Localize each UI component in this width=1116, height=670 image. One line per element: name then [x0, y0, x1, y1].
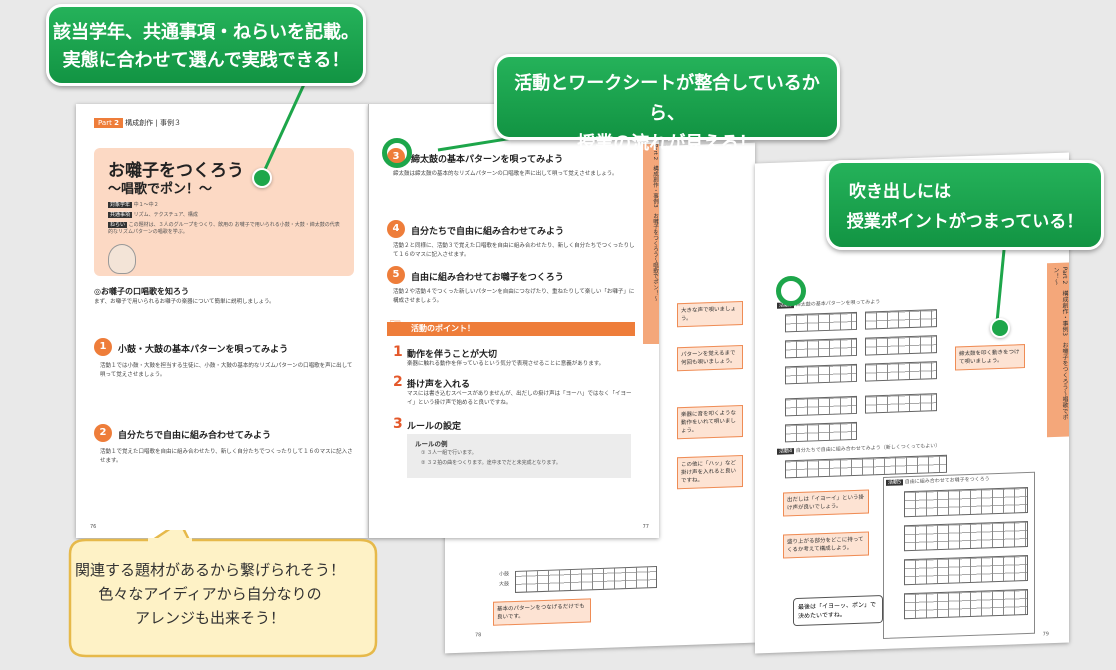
rule-item: ② ３２拍の曲をつくります。途中までだと未完成となります。	[421, 460, 561, 466]
side-tab: Part 2 構成創作・事例3 お囃子をつくろう〜唱歌でポン！〜	[643, 144, 659, 344]
hand-icon: ☞	[389, 316, 402, 332]
point-number: 2	[393, 374, 403, 390]
bubble-line: 関連する題材があるから繋げられそう！	[74, 561, 345, 579]
meta-row: 対象学年 中１〜中２	[108, 202, 159, 209]
meta-row: ねらい この題材は、３人のグループをつくり、飲用の お囃子で用いられる小鼓・大鼓…	[108, 222, 344, 236]
rule-item: ① ３人一組で行います。	[421, 450, 477, 456]
callout-line: 授業ポイントがつまっている！	[846, 212, 1084, 232]
part-header: Part 2 構成創作 | 事例３	[94, 118, 181, 128]
bubble-line: 色々なアイディアから自分なりの	[98, 585, 322, 603]
part-label: Part 2	[94, 118, 123, 128]
step-number: 2	[94, 424, 112, 442]
step-title: 自分たちで自由に組み合わせてみよう	[118, 431, 272, 441]
points-title: 活動のポイント！	[411, 324, 475, 333]
bubble-line: アレンジも出来そう！	[134, 609, 285, 627]
page-number: 76	[90, 524, 97, 530]
step-title: 自由に組み合わせてお囃子をつくろう	[411, 273, 564, 283]
point-text: 楽器に触れる動作を伴っているという気分で表現させることに意義があります。	[407, 361, 605, 367]
highlight-ring	[776, 276, 806, 306]
page-title: お囃子をつくろう	[108, 161, 244, 181]
step-text: 締太鼓は締太鼓の基本的なリズムパターンの口唱歌を声に出して唄って覚えさせましょう…	[393, 171, 618, 177]
callout-memo-points: 吹き出しには 授業ポイントがつまっている！	[826, 160, 1104, 250]
section-label: 構成創作	[125, 119, 154, 127]
point-title: 動作を伴うことが大切	[407, 350, 498, 360]
intro-heading: ◎お囃子の口唱歌を知ろう	[94, 287, 189, 296]
callout-worksheet-flow: 活動とワークシートが整合しているから、 授業の流れが見える！	[494, 54, 840, 154]
step-number: 4	[387, 220, 405, 238]
highlight-ring	[382, 138, 412, 168]
step-title: 自分たちで自由に組み合わせてみよう	[411, 227, 565, 237]
meta-tag: ねらい	[108, 222, 128, 228]
speech-bubble: 関連する題材があるから繋げられそう！ 色々なアイディアから自分なりの アレンジも…	[40, 558, 380, 630]
rule-title: ルールの例	[415, 440, 448, 448]
step-text: 活動１で覚えた口唱歌を自由に組み合わせたり、新しく自分たちでつくったりして１６の…	[100, 449, 353, 464]
meta-value: この題材は、３人のグループをつくり、飲用の お囃子で用いられる小鼓・大鼓・締太鼓…	[108, 222, 340, 235]
callout-line: 吹き出しには	[849, 182, 951, 202]
page-77: Part 2 構成創作・事例3 お囃子をつくろう〜唱歌でポン！〜 3 締太鼓の基…	[368, 104, 659, 538]
page-subtitle: 〜唱歌でポン！〜	[108, 182, 213, 197]
meta-row: 共通事項 リズム、テクスチュア、構成	[108, 212, 198, 219]
step-number: 5	[387, 266, 405, 284]
callout-line: 該当学年、共通事項・ねらいを記載。	[53, 22, 359, 43]
point-title: ルールの設定	[407, 422, 462, 432]
page-number: 77	[642, 524, 649, 530]
step-title: 締太鼓の基本パターンを唄ってみよう	[411, 155, 564, 165]
step-title: 小鼓・大鼓の基本パターンを唄ってみよう	[118, 345, 289, 355]
callout-line: 授業の流れが見える！	[577, 133, 757, 154]
meta-tag: 共通事項	[108, 212, 133, 218]
example-label: 事例３	[159, 119, 181, 127]
meta-value: 中１〜中２	[133, 202, 159, 208]
intro-text: まず、お囃子で用いられるお囃子の楽器について簡単に説明しましょう。	[94, 299, 275, 305]
speech-bubble-shape	[68, 530, 378, 658]
teacher-illustration	[108, 244, 136, 274]
callout-anchor-dot	[990, 318, 1010, 338]
step-text: 活動１では小鼓・大鼓を担当する生徒に、小鼓・大鼓の基本的なリズムパターンの口唱歌…	[100, 363, 353, 378]
callout-line: 活動とワークシートが整合しているから、	[514, 73, 820, 124]
points-banner: 活動のポイント！	[387, 322, 635, 336]
rule-box: ルールの例 ① ３人一組で行います。 ② ３２拍の曲をつくります。途中までだと未…	[407, 434, 631, 478]
point-title: 掛け声を入れる	[407, 380, 471, 390]
step-text: 活動２と同様に、活動３で覚えた口唱歌を自由に組み合わせたり、新しく自分たちでつく…	[393, 243, 635, 258]
point-text: マスには書き込むスペースがありませんが、出だしの掛け声は「ヨーハ」ではなく「イヨ…	[407, 391, 632, 406]
step-number: 1	[94, 338, 112, 356]
callout-grade-info: 該当学年、共通事項・ねらいを記載。 実態に合わせて選んで実践できる！	[46, 4, 366, 86]
point-number: 3	[393, 416, 403, 432]
step-text: 活動２や活動４でつくった新しいパターンを自由につなげたり、重ねたりして楽しい「お…	[393, 289, 635, 304]
callout-anchor-dot	[252, 168, 272, 188]
meta-tag: 対象学年	[108, 202, 133, 208]
point-number: 1	[393, 344, 403, 360]
title-box: お囃子をつくろう 〜唱歌でポン！〜 対象学年 中１〜中２ 共通事項 リズム、テク…	[94, 148, 354, 276]
callout-line: 実態に合わせて選んで実践できる！	[62, 50, 350, 71]
meta-value: リズム、テクスチュア、構成	[133, 212, 198, 218]
page-76: Part 2 構成創作 | 事例３ お囃子をつくろう 〜唱歌でポン！〜 対象学年…	[76, 104, 368, 538]
